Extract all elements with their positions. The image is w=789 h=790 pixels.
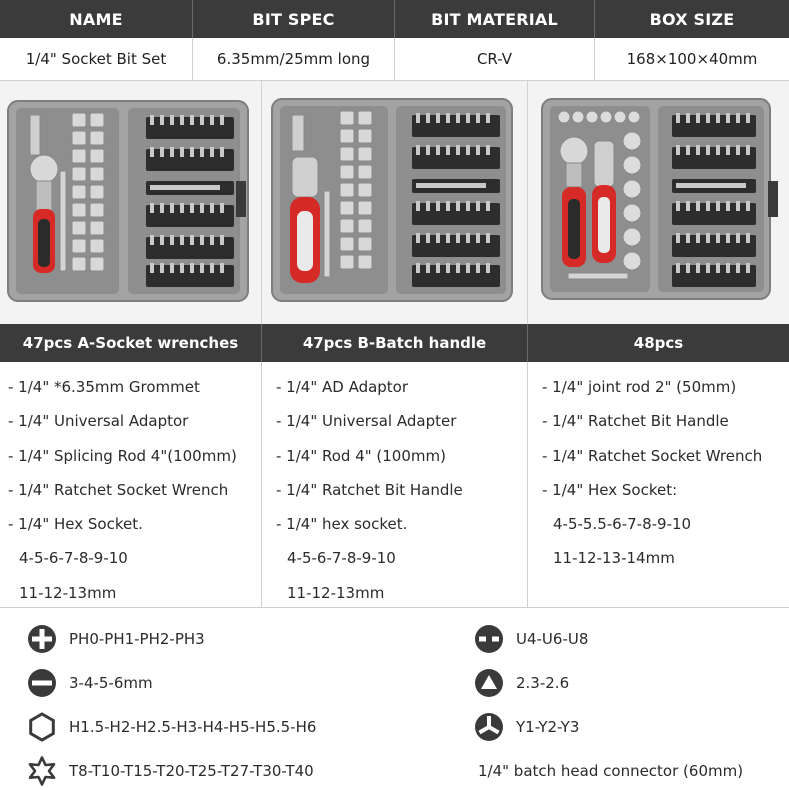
header-bit-material: BIT MATERIAL xyxy=(395,0,595,38)
list-item: 4-5-6-7-8-9-10 xyxy=(287,549,396,568)
list-item: 11-12-13mm xyxy=(287,583,385,602)
bit-type-label: Y1-Y2-Y3 xyxy=(516,718,580,736)
spec-bit-material: CR-V xyxy=(395,38,595,80)
slotted-icon xyxy=(28,669,56,697)
bit-type-phillips: PH0-PH1-PH2-PH3 xyxy=(27,622,205,656)
spec-table-row: 1/4" Socket Bit Set 6.35mm/25mm long CR-… xyxy=(0,38,789,81)
product-photo-a xyxy=(0,81,262,324)
list-item: - 1/4" Universal Adaptor xyxy=(8,412,189,431)
list-item: - 1/4" Ratchet Socket Wrench xyxy=(8,480,229,499)
variant-a-title: 47pcs A-Socket wrenches xyxy=(0,324,262,362)
list-item: - 1/4" Rod 4" (100mm) xyxy=(276,446,446,465)
list-item: - 1/4" AD Adaptor xyxy=(276,378,409,396)
product-photo-b xyxy=(262,81,528,324)
header-name: NAME xyxy=(0,0,193,38)
variant-c-list: - 1/4" joint rod 2" (50mm) - 1/4" Ratche… xyxy=(528,362,789,607)
list-item: 4-5-6-7-8-9-10 xyxy=(19,549,128,568)
torx-icon xyxy=(28,756,56,786)
variant-title-bar: 47pcs A-Socket wrenches 47pcs B-Batch ha… xyxy=(0,324,789,362)
header-box-size: BOX SIZE xyxy=(649,9,735,29)
list-item: - 1/4" Splicing Rod 4"(100mm) xyxy=(8,446,237,465)
bit-type-label: H1.5-H2-H2.5-H3-H4-H5-H5.5-H6 xyxy=(69,718,317,736)
bit-type-torx: T8-T10-T15-T20-T25-T27-T30-T40 xyxy=(27,754,314,788)
u-shape-icon xyxy=(475,625,503,653)
spec-box-size: 168×100×40mm xyxy=(626,50,758,68)
spec-table-header: NAME BIT SPEC BIT MATERIAL BOX SIZE xyxy=(0,0,789,38)
variant-b-list: - 1/4" AD Adaptor - 1/4" Universal Adapt… xyxy=(262,362,528,607)
bit-type-slotted: 3-4-5-6mm xyxy=(27,666,153,700)
product-photo-c xyxy=(528,81,789,324)
list-item: 4-5-5.5-6-7-8-9-10 xyxy=(553,515,692,534)
spec-bit-spec: 6.35mm/25mm long xyxy=(193,38,395,80)
variant-a-list: - 1/4" *6.35mm Grommet - 1/4" Universal … xyxy=(0,362,262,607)
bit-type-label: 2.3-2.6 xyxy=(516,674,570,692)
list-item: - 1/4" Ratchet Bit Handle xyxy=(276,480,463,499)
bit-type-y: Y1-Y2-Y3 xyxy=(474,710,579,744)
product-photos xyxy=(0,81,789,324)
list-item: - 1/4" Hex Socket: xyxy=(542,480,678,499)
list-item: - 1/4" Ratchet Bit Handle xyxy=(542,412,729,431)
bit-type-hex: H1.5-H2-H2.5-H3-H4-H5-H5.5-H6 xyxy=(27,710,316,744)
bit-type-label: 1/4" batch head connector (60mm) xyxy=(478,762,744,780)
list-item: - 1/4" *6.35mm Grommet xyxy=(8,378,200,396)
spec-name: 1/4" Socket Bit Set xyxy=(0,38,193,80)
variant-c-title: 48pcs xyxy=(633,334,684,352)
list-item: - 1/4" hex socket. xyxy=(276,515,408,534)
list-item: - 1/4" Hex Socket. xyxy=(8,515,143,534)
list-item: - 1/4" joint rod 2" (50mm) xyxy=(542,378,737,396)
bit-type-label: T8-T10-T15-T20-T25-T27-T30-T40 xyxy=(69,762,314,780)
bit-type-label: 3-4-5-6mm xyxy=(69,674,153,692)
list-item: - 1/4" Ratchet Socket Wrench xyxy=(542,446,763,465)
header-bit-spec: BIT SPEC xyxy=(193,0,395,38)
bit-type-label: PH0-PH1-PH2-PH3 xyxy=(69,630,205,648)
contents-lists: - 1/4" *6.35mm Grommet - 1/4" Universal … xyxy=(0,362,789,608)
list-item: 11-12-13-14mm xyxy=(553,549,675,568)
phillips-icon xyxy=(28,625,56,653)
bit-type-label: U4-U6-U8 xyxy=(516,630,589,648)
triangle-icon xyxy=(475,669,503,697)
bit-type-connector: 1/4" batch head connector (60mm) xyxy=(478,754,743,788)
list-item: 11-12-13mm xyxy=(19,583,117,602)
hex-icon xyxy=(29,712,55,742)
list-item: - 1/4" Universal Adapter xyxy=(276,412,457,431)
bit-type-u: U4-U6-U8 xyxy=(474,622,588,656)
bit-type-triangle: 2.3-2.6 xyxy=(474,666,569,700)
y-shape-icon xyxy=(475,713,503,741)
variant-b-title: 47pcs B-Batch handle xyxy=(262,324,528,362)
bit-types: PH0-PH1-PH2-PH3 3-4-5-6mm H1.5-H2-H2.5-H… xyxy=(0,609,789,790)
